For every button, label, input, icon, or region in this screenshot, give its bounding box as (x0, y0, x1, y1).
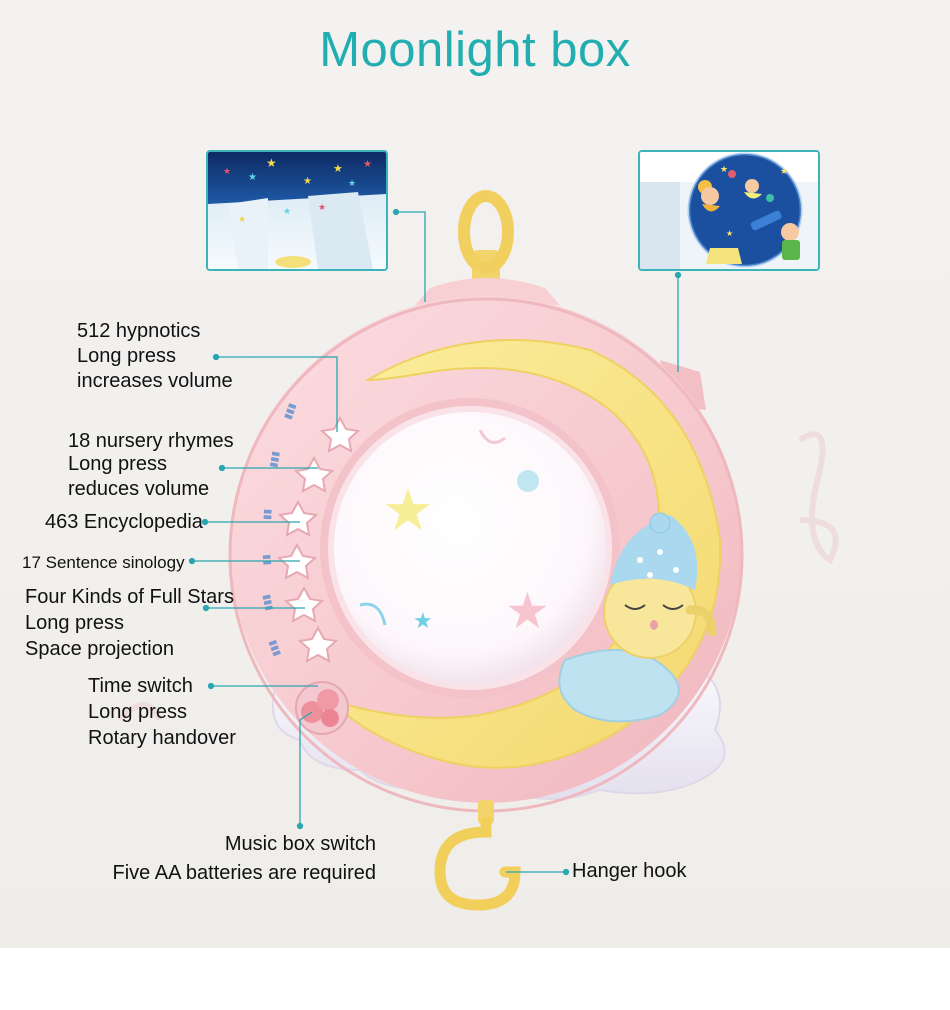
svg-text:★: ★ (303, 176, 312, 187)
label-line: Hanger hook (572, 860, 687, 882)
button-legend-text: ▮▮▮ ▮▮▮ ▮▮ ▮▮ ▮▮▮ ▮▮▮ (261, 402, 299, 658)
label-512-hypnotics: 512 hypnotics Long press increases volum… (77, 319, 233, 394)
label-18-nursery-rhymes: 18 nursery rhymes Long press reduces vol… (68, 430, 234, 501)
svg-text:★: ★ (223, 166, 231, 176)
svg-text:★: ★ (726, 229, 733, 238)
label-line: Space projection (25, 638, 174, 660)
label-line: 512 hypnotics (77, 320, 201, 342)
label-music-box-switch: Music box switch Five AA batteries are r… (112, 830, 376, 888)
label-line: Music box switch (224, 833, 376, 855)
svg-text:▮▮▮: ▮▮▮ (267, 638, 283, 657)
label-line: Long press (25, 612, 124, 634)
star-button-icon (283, 585, 325, 623)
projection-dome (334, 412, 606, 684)
label-line: 463 Encyclopedia (45, 511, 203, 533)
label-463-encyclopedia: 463 Encyclopedia (45, 510, 203, 535)
background-music-notes (117, 431, 839, 722)
svg-text:★: ★ (238, 214, 246, 224)
moonlight-box-diagram: ★ ★ ★ ▮▮▮ ▮▮▮ ▮▮ ▮▮ ▮▮▮ ▮▮▮ (117, 190, 839, 911)
label-line: increases volume (77, 370, 233, 392)
svg-text:▮▮▮: ▮▮▮ (261, 593, 275, 611)
svg-text:▮▮▮: ▮▮▮ (282, 402, 298, 421)
svg-text:★: ★ (413, 608, 433, 633)
flower-button-icon (295, 681, 349, 735)
label-line: Long press (88, 701, 187, 723)
dome-decorations: ★ ★ ★ (359, 429, 550, 639)
label-line: Rotary handover (88, 727, 236, 749)
label-four-kinds-of-full-stars: Four Kinds of Full Stars Long press Spac… (25, 584, 234, 662)
svg-text:★: ★ (780, 166, 788, 176)
star-projection-thumbnail: ★ ★ ★ ★ ★ ★ ★ ★ ★ ★ (206, 150, 388, 271)
svg-text:★: ★ (348, 178, 356, 188)
svg-text:★: ★ (248, 172, 257, 183)
star-button-icon (293, 455, 335, 493)
label-line: Long press (77, 345, 176, 367)
star-buttons (276, 415, 361, 663)
label-line: Time switch (88, 675, 193, 697)
sleeping-baby (558, 512, 717, 723)
star-button-icon (297, 625, 339, 663)
label-line: reduces volume (68, 478, 210, 500)
svg-text:▮▮: ▮▮ (262, 509, 273, 520)
label-line: 17 Sentence sinology (22, 553, 185, 572)
label-line: Five AA batteries are required (112, 862, 376, 884)
label-time-switch: Time switch Long press Rotary handover (88, 673, 236, 751)
svg-text:★: ★ (283, 206, 291, 216)
svg-text:★: ★ (333, 163, 343, 175)
star-ceiling-image: ★ ★ ★ ★ ★ ★ ★ ★ ★ ★ (208, 152, 386, 269)
label-line: 18 nursery rhymes (68, 430, 234, 452)
page-title: Moonlight box (319, 23, 631, 77)
svg-text:★: ★ (266, 156, 277, 170)
svg-text:★: ★ (363, 159, 372, 170)
cartoon-projection-thumbnail: ★ ★ ★ (638, 150, 820, 271)
cartoon-ceiling-image: ★ ★ ★ (640, 152, 818, 269)
svg-text:▮▮▮: ▮▮▮ (268, 450, 282, 468)
svg-text:★: ★ (318, 202, 326, 212)
star-button-icon (277, 499, 319, 537)
label-line: Long press (68, 453, 167, 475)
bottom-strip (0, 948, 950, 1010)
svg-text:★: ★ (505, 583, 550, 639)
label-17-sentence-sinology: 17 Sentence sinology (22, 550, 185, 575)
hanger-hook-icon (434, 800, 521, 911)
svg-text:▮▮: ▮▮ (261, 554, 273, 566)
star-button-icon (319, 415, 361, 453)
label-hanger-hook: Hanger hook (572, 859, 687, 884)
label-line: Four Kinds of Full Stars (25, 586, 234, 608)
svg-text:★: ★ (382, 478, 434, 543)
svg-text:★: ★ (720, 164, 728, 174)
